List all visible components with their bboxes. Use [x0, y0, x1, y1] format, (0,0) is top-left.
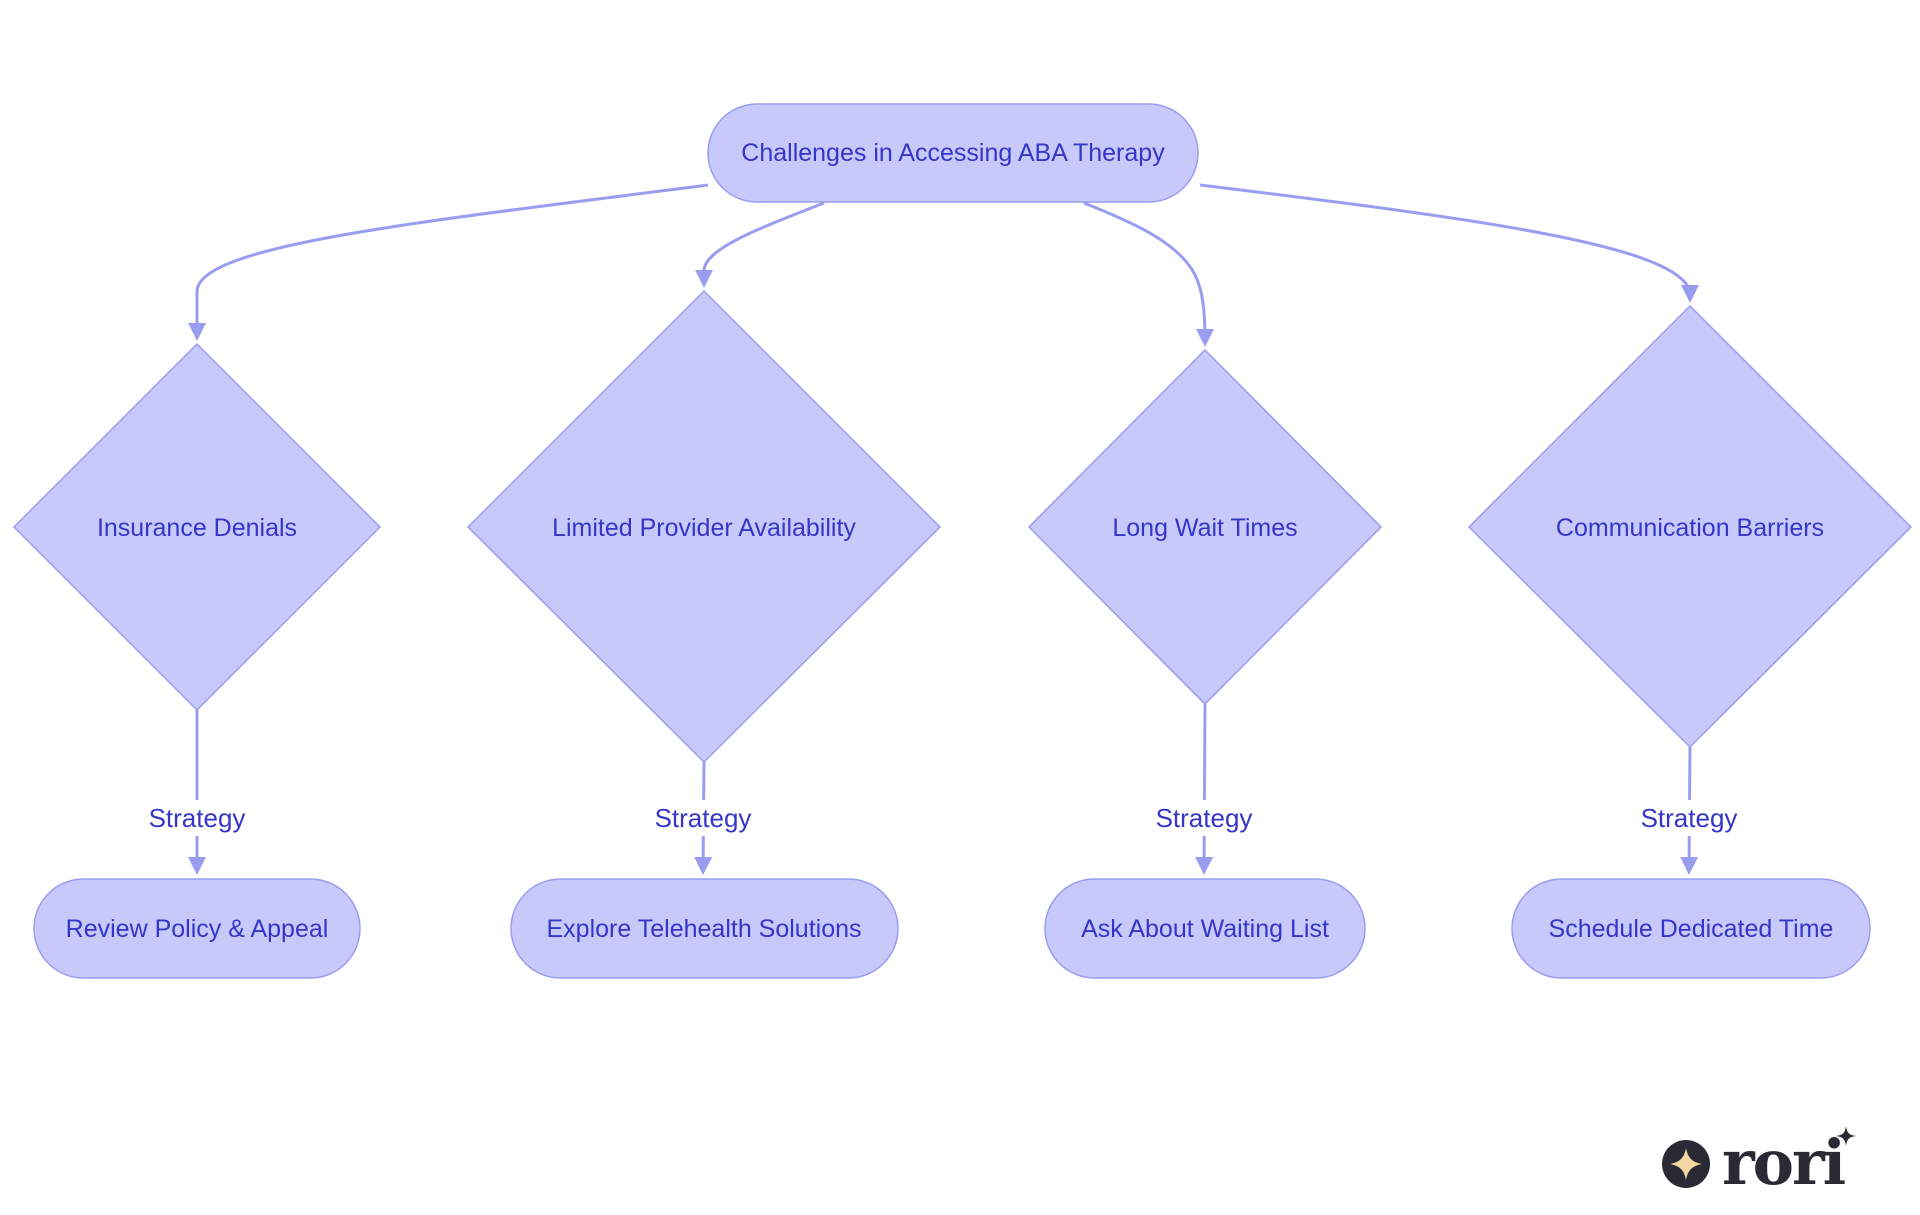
edge-label-text: Strategy — [149, 803, 246, 833]
strategy-label: Ask About Waiting List — [1081, 915, 1329, 943]
strategy-schedule-dedicated-time: Schedule Dedicated Time — [1511, 878, 1871, 979]
strategy-ask-waiting-list: Ask About Waiting List — [1044, 878, 1366, 979]
strategy-label: Explore Telehealth Solutions — [546, 915, 861, 943]
logo-wordmark: rori — [1722, 1126, 1846, 1199]
rori-logo: rori — [1662, 1126, 1856, 1199]
edge-label-communication: Strategy — [1632, 800, 1746, 836]
root-node-label: Challenges in Accessing ABA Therapy — [741, 139, 1165, 167]
decision-label: Limited Provider Availability — [552, 514, 856, 542]
strategy-label: Review Policy & Appeal — [66, 915, 329, 943]
sparkle-icon — [1670, 1148, 1702, 1180]
edge-label-limited-provider: Strategy — [646, 800, 760, 836]
decision-limited-provider-availability: Limited Provider Availability — [466, 289, 942, 764]
strategy-review-policy-appeal: Review Policy & Appeal — [33, 878, 361, 979]
edge-label-insurance: Strategy — [140, 800, 254, 836]
decision-insurance-denials: Insurance Denials — [12, 342, 382, 712]
strategy-label: Schedule Dedicated Time — [1549, 915, 1834, 943]
decision-communication-barriers: Communication Barriers — [1467, 304, 1913, 749]
edge-label-text: Strategy — [1641, 803, 1738, 833]
edge-root-to-insurance-denials — [188, 183, 709, 341]
edge-root-to-communication-barriers — [1199, 183, 1699, 303]
logo-star-icon — [1836, 1126, 1856, 1146]
edge-label-text: Strategy — [655, 803, 752, 833]
edge-root-to-limited-provider — [695, 201, 825, 288]
decision-label: Communication Barriers — [1556, 514, 1824, 542]
edge-label-text: Strategy — [1156, 803, 1253, 833]
edge-long-wait-to-strategy — [1195, 703, 1214, 875]
strategy-explore-telehealth: Explore Telehealth Solutions — [510, 878, 899, 979]
decision-label: Insurance Denials — [97, 514, 297, 542]
edge-root-to-long-wait-times — [1083, 201, 1214, 347]
root-node: Challenges in Accessing ABA Therapy — [707, 103, 1199, 203]
decision-label: Long Wait Times — [1112, 514, 1297, 542]
decision-long-wait-times: Long Wait Times — [1027, 348, 1383, 706]
edge-label-long-wait: Strategy — [1147, 800, 1261, 836]
